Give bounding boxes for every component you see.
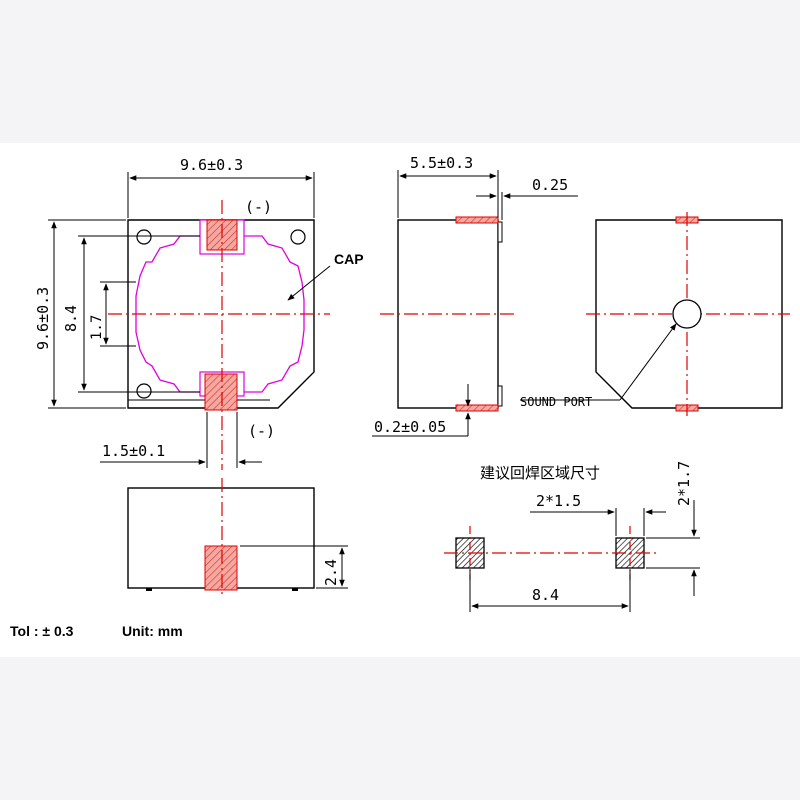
side-view: 5.5±0.3 0.25 0.2±0.05 — [372, 154, 578, 437]
side-width-dim: 5.5±0.3 — [410, 154, 473, 172]
unit-note: Unit: mm — [122, 623, 183, 639]
mount-hole-icon — [290, 229, 306, 245]
neg-terminal-bottom-label: (-) — [248, 422, 275, 440]
pad-width-dim: 2*1.5 — [536, 492, 581, 510]
inner-dim: 8.4 — [62, 305, 80, 332]
tolerance-note: Tol : ± 0.3 — [10, 623, 74, 639]
sound-port-label: SOUND PORT — [520, 395, 592, 409]
cap-label: CAP — [334, 251, 364, 267]
pad-layout-title: 建议回焊区域尺寸 — [480, 465, 600, 482]
top-width-dim: 9.6±0.3 — [180, 156, 243, 174]
top-margin-band — [0, 0, 800, 143]
gap-dim: 0.25 — [532, 176, 568, 194]
mount-hole-icon — [136, 229, 152, 245]
front-height-dim: 2.4 — [322, 559, 340, 586]
top-view: CAP (-) (-) 9.6±0.3 9.6±0.3 8.4 1.7 1.5±… — [34, 156, 364, 470]
pitch-dim: 8.4 — [532, 586, 559, 604]
pad-layout: 建议回焊区域尺寸 2*1.5 2*1.7 8.4 — [444, 461, 700, 612]
top-height-dim: 9.6±0.3 — [34, 287, 52, 350]
sound-port-icon — [672, 299, 702, 329]
bottom-dim: 0.2±0.05 — [374, 418, 446, 436]
bottom-margin-band — [0, 657, 800, 800]
neg-terminal-top-label: (-) — [245, 198, 272, 216]
right-view: SOUND PORT — [520, 212, 790, 416]
small-dim: 1.7 — [89, 315, 105, 340]
front-view: 2.4 — [127, 478, 348, 596]
mount-hole-icon — [136, 383, 152, 399]
top-view-body — [127, 219, 315, 409]
pad-height-dim: 2*1.7 — [675, 461, 693, 506]
pin-offset-dim: 1.5±0.1 — [102, 442, 165, 460]
